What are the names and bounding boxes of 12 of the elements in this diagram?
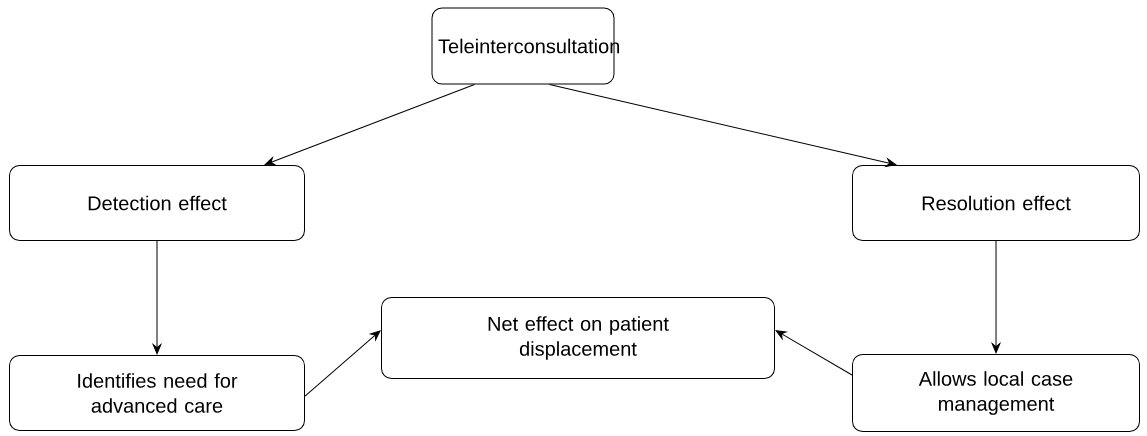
process-box: Allows local case management: [852, 354, 1140, 432]
arrow: [152, 240, 162, 355]
process-box: Resolution effect: [852, 165, 1140, 241]
arrow: [264, 84, 475, 166]
arrow: [775, 330, 853, 376]
arrow: [549, 84, 897, 167]
process-box: Teleinterconsultation: [431, 7, 620, 85]
process-box: Net effect on patient displacement: [381, 297, 775, 379]
process-box: Detection effect: [9, 165, 305, 241]
arrow: [991, 240, 1001, 354]
process-box: Identifies need for advanced care: [9, 355, 305, 431]
arrow: [304, 330, 381, 397]
